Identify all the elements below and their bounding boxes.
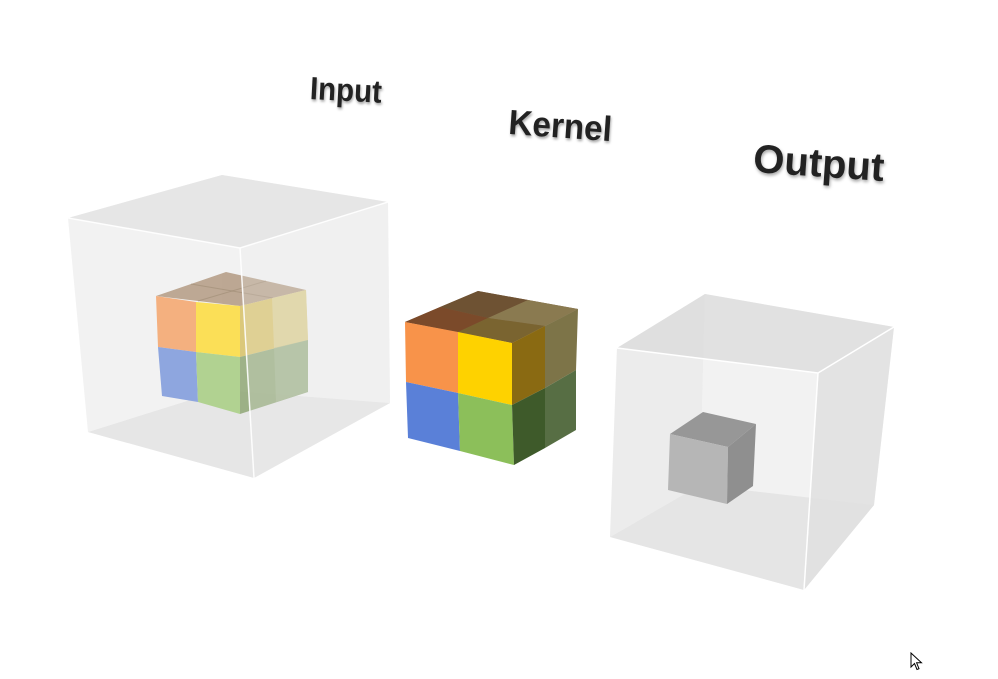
- input-container-box: [68, 175, 390, 478]
- output-container-front: [610, 294, 895, 591]
- kernel-cell-green: [458, 393, 514, 465]
- input-container-front: [67, 201, 390, 479]
- kernel-cell-orange: [405, 322, 458, 393]
- input-cell-green: [196, 352, 240, 414]
- input-cell-orange: [156, 296, 196, 352]
- kernel-cell-blue: [406, 382, 460, 451]
- input-cell-blue: [158, 347, 198, 402]
- mouse-pointer-icon: [910, 652, 923, 671]
- input-label: Input: [309, 70, 383, 110]
- kernel-cell-yellow: [458, 332, 512, 405]
- input-cell-yellow: [196, 302, 240, 357]
- output-cube: [668, 412, 756, 504]
- output-label: Output: [751, 137, 886, 191]
- kernel-cube: [405, 291, 578, 465]
- kernel-label: Kernel: [507, 103, 614, 150]
- input-cube: [156, 272, 308, 414]
